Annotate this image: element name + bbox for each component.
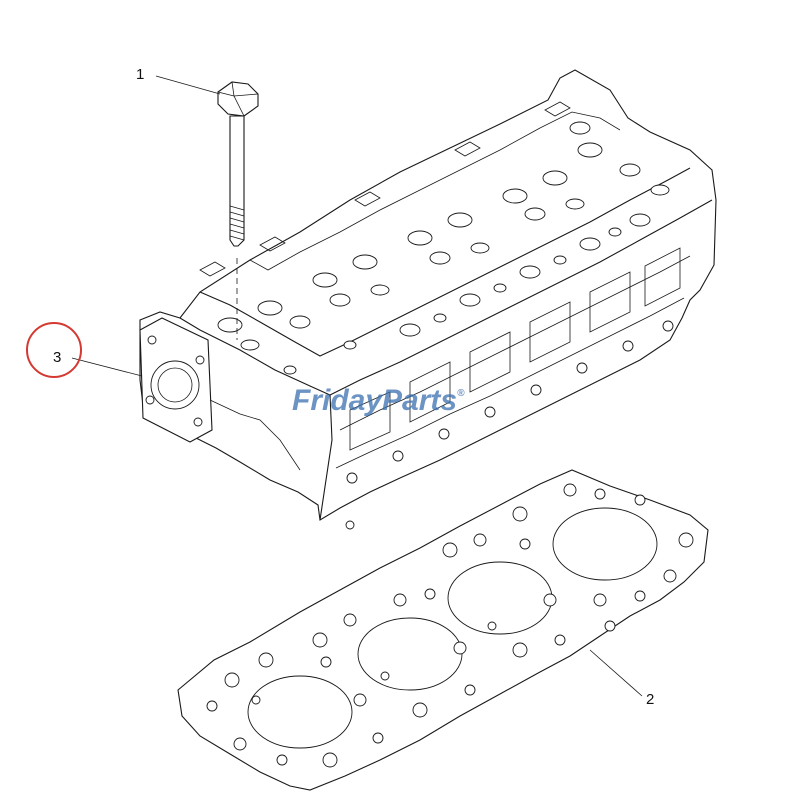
callout-highlight-circle <box>26 322 82 378</box>
leader-lines <box>71 75 643 697</box>
callout-head: 3 <box>53 349 61 366</box>
callout-gasket: 2 <box>646 691 654 708</box>
head-gasket <box>177 469 709 791</box>
watermark-word-1: Friday <box>292 384 383 417</box>
head-bolt <box>217 81 259 340</box>
svg-text:FridayParts®: FridayParts® <box>292 384 465 417</box>
callout-bolt: 1 <box>136 66 144 83</box>
watermark-logo: FridayParts® <box>292 384 465 417</box>
watermark-mark: ® <box>457 388 465 399</box>
cylinder-head <box>139 69 717 530</box>
watermark-word-2: Parts <box>382 384 457 417</box>
